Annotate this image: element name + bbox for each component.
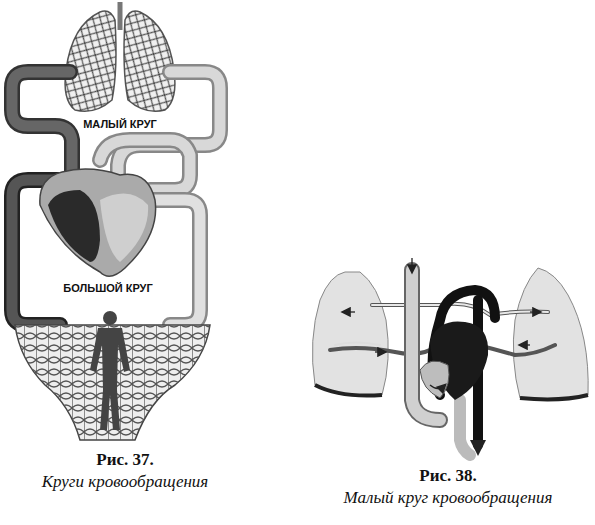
lungs — [65, 2, 175, 111]
figure-number: Рис. 37. — [96, 450, 153, 470]
circle-label: МАЛЫЙ КРУГ — [81, 118, 159, 130]
pulmonary-heart — [420, 321, 488, 400]
flow-arrows — [343, 258, 540, 452]
figure-number: Рис. 38. — [419, 466, 476, 486]
circle-label: БОЛЬШОЙ КРУГ — [61, 282, 154, 294]
figure-caption: Малый круг кровообращения — [344, 488, 553, 508]
figure-caption: Круги кровообращения — [42, 472, 209, 492]
pulmonary-lungs — [312, 268, 588, 399]
body-capillaries — [15, 311, 210, 440]
heart — [40, 169, 156, 276]
pulmonary-vessels — [330, 270, 555, 455]
vessel-pipes — [12, 72, 220, 325]
